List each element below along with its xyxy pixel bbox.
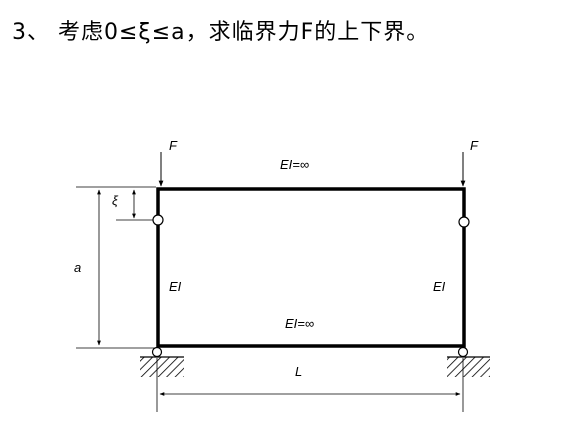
left-ground (140, 356, 184, 377)
left-base-pin (151, 346, 163, 358)
right-hinge (458, 216, 470, 228)
right-base-pin (457, 346, 469, 358)
dim-a-label: a (74, 260, 81, 275)
right-ground (447, 356, 490, 377)
frame (156, 187, 466, 348)
problem-title: 3、 考虑0≤ξ≤a，求临界力F的上下界。 (12, 20, 430, 45)
col-right-label: EI (433, 279, 446, 294)
dim-L-label: L (295, 364, 302, 379)
beam-bottom-label: EI=∞ (285, 316, 314, 331)
left-hinge (152, 214, 164, 226)
dim-xi-label: ξ (112, 193, 119, 208)
beam-top-label: EI=∞ (280, 157, 309, 172)
load-right-label: F (470, 138, 479, 153)
col-left-label: EI (169, 279, 182, 294)
load-left-label: F (169, 138, 178, 153)
